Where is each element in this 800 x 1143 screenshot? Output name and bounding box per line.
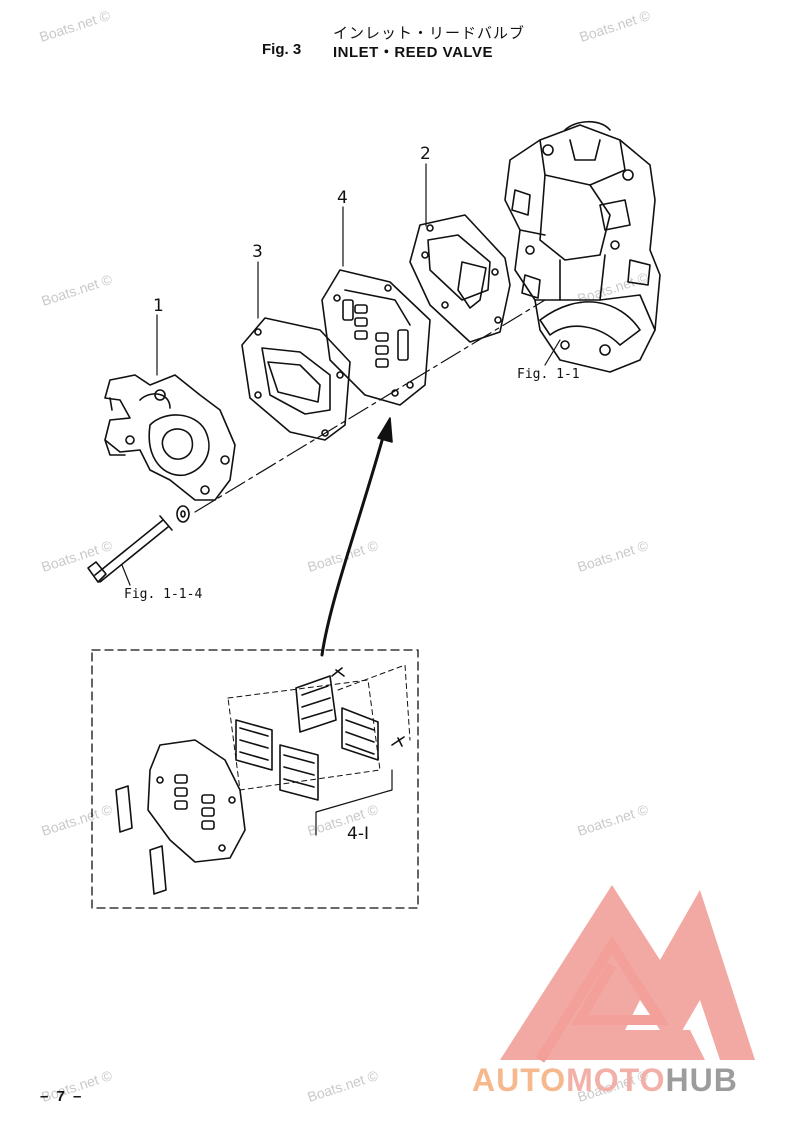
callout-1: 1 [153, 296, 164, 316]
reed-block-detail-drawing [115, 667, 405, 895]
logo-mark-drawing [500, 885, 755, 1063]
reference-fig-1-1: Fig. 1-1 [517, 367, 580, 382]
bolt-drawing [87, 505, 190, 583]
callout-3: 3 [252, 242, 263, 262]
logo-auto: AUTO [472, 1062, 567, 1098]
reference-fig-1-1-4: Fig. 1-1-4 [124, 587, 203, 602]
engine-block-drawing [504, 120, 661, 373]
logo: AUTOMOTOHUB [472, 1062, 738, 1099]
callout-4-1: 4-I [347, 824, 369, 844]
logo-moto: MOTO [566, 1062, 666, 1098]
intake-manifold-drawing [104, 374, 236, 501]
figure-number: Fig. 3 [262, 41, 302, 58]
gasket-2-drawing [409, 214, 511, 343]
callout-2: 2 [420, 144, 431, 164]
title-japanese: インレット・リードバルブ [333, 24, 526, 42]
page-number: – 7 – [40, 1088, 84, 1105]
reed-valve-4-drawing [321, 269, 431, 406]
page-title: INLET・REED VALVE [333, 44, 493, 61]
gasket-3-drawing [241, 317, 351, 441]
logo-hub: HUB [665, 1062, 738, 1098]
callout-4: 4 [337, 188, 348, 208]
